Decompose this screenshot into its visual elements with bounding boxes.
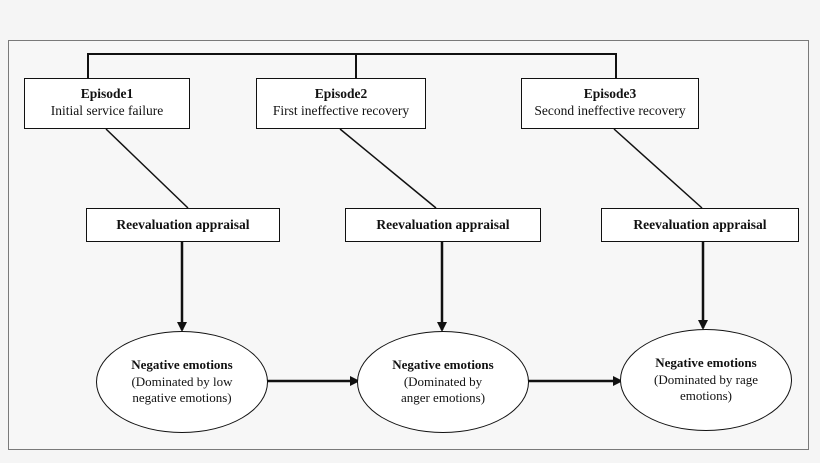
episode3-title: Episode3 xyxy=(583,86,637,101)
emotion1-description: (Dominated by low negative emotions) xyxy=(131,373,233,406)
emotion3-title: Negative emotions xyxy=(655,354,757,370)
episode1-title: Episode1 xyxy=(80,86,134,101)
appraisal1-label: Reevaluation appraisal xyxy=(116,216,250,232)
episode2-description: First ineffective recovery xyxy=(272,102,410,118)
episode3-box: Episode3 Second ineffective recovery xyxy=(521,78,699,129)
emotion3-ellipse: Negative emotions (Dominated by rage emo… xyxy=(620,329,792,431)
episode1-description: Initial service failure xyxy=(50,102,164,118)
episode2-to-appraisal-line xyxy=(339,128,437,209)
episode3-description: Second ineffective recovery xyxy=(534,102,686,118)
emotion3-description: (Dominated by rage emotions) xyxy=(654,371,758,404)
episode1-to-appraisal-line xyxy=(105,128,189,209)
appraisal3-label: Reevaluation appraisal xyxy=(633,216,767,232)
episode-bracket xyxy=(87,53,617,78)
episode2-box: Episode2 First ineffective recovery xyxy=(256,78,426,129)
emotion1-ellipse: Negative emotions (Dominated by low nega… xyxy=(96,331,268,433)
appraisal3-box: Reevaluation appraisal xyxy=(601,208,799,242)
appraisal2-label: Reevaluation appraisal xyxy=(376,216,510,232)
appraisal2-box: Reevaluation appraisal xyxy=(345,208,541,242)
emotion1-title: Negative emotions xyxy=(131,356,233,372)
episode2-title: Episode2 xyxy=(314,86,368,101)
emotion2-ellipse: Negative emotions (Dominated by anger em… xyxy=(357,331,529,433)
appraisal1-box: Reevaluation appraisal xyxy=(86,208,280,242)
emotion2-title: Negative emotions xyxy=(392,356,494,372)
episode3-to-appraisal-line xyxy=(613,128,703,209)
emotion2-description: (Dominated by anger emotions) xyxy=(400,373,486,406)
episode1-box: Episode1 Initial service failure xyxy=(24,78,190,129)
